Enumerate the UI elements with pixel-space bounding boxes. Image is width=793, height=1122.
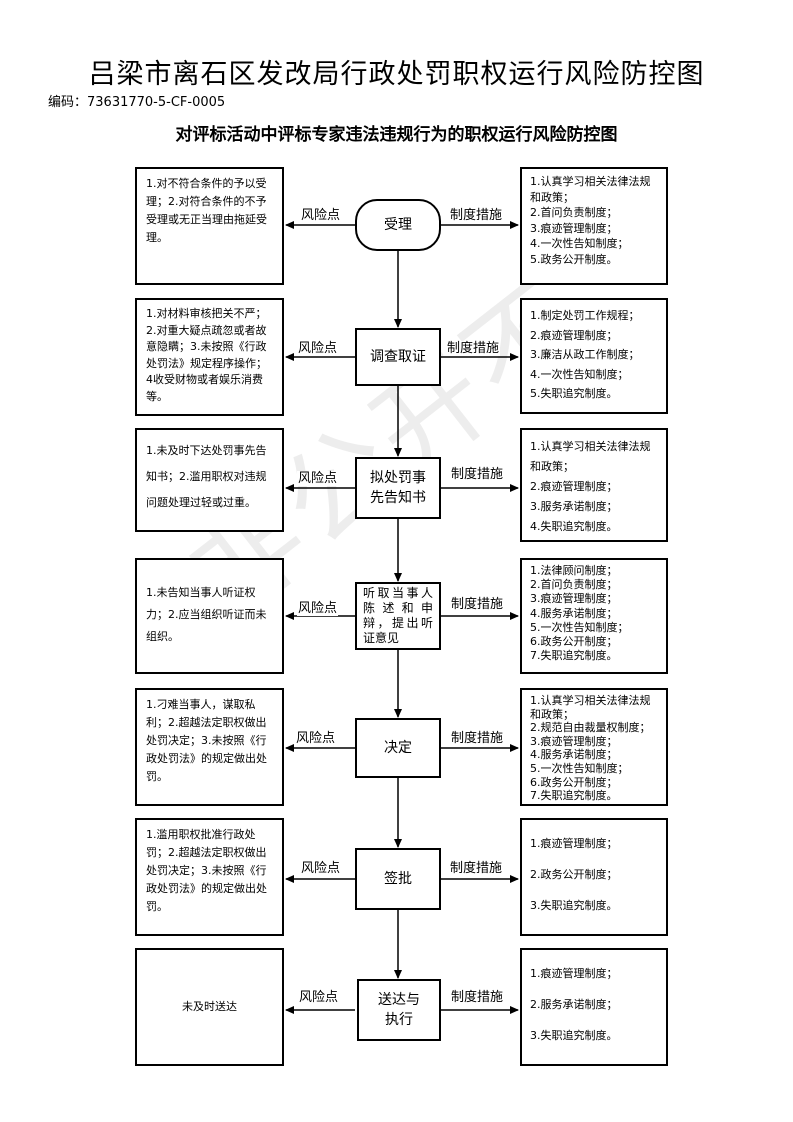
diagram-subtitle: 对评标活动中评标专家违法违规行为的职权运行风险防控图 — [175, 125, 618, 145]
measure-item: 4.服务承诺制度； — [530, 748, 618, 762]
risk-label: 风险点 — [297, 341, 339, 356]
measure-item: 2.首问负责制度； — [530, 578, 618, 592]
measure-item: 1.认真学习相关法律法规和政策； — [530, 440, 651, 473]
measure-item: 2.政务公开制度； — [530, 868, 618, 881]
measure-item: 2.规范自由裁量权制度； — [530, 721, 651, 735]
risk-box-delivery: 未及时送达 — [135, 948, 284, 1066]
measure-item: 5.政务公开制度。 — [530, 252, 618, 266]
page-title: 吕梁市离石区发改局行政处罚职权运行风险防控图 — [88, 59, 705, 90]
measure-item: 3.痕迹管理制度； — [530, 221, 618, 235]
measure-item: 7.失职追究制度。 — [530, 649, 618, 663]
measures-box-decision: 1.认真学习相关法律法规和政策； 2.规范自由裁量权制度； 3.痕迹管理制度； … — [520, 688, 668, 806]
process-step-prior-notice: 拟处罚事先告知书 — [355, 457, 441, 519]
measure-item: 2.首问负责制度； — [530, 206, 618, 219]
risk-box-decision: 1.刁难当事人，谋取私利；2.超越法定职权做出处罚决定；3.未按照《行政处罚法》… — [135, 688, 284, 806]
process-step-approval: 签批 — [355, 848, 441, 910]
risk-box-investigation: 1.对材料审核把关不严；2.对重大疑点疏忽或者故意隐瞒；3.未按照《行政处罚法》… — [135, 298, 284, 416]
risk-label: 风险点 — [295, 731, 337, 746]
measure-item: 4.服务承诺制度； — [530, 606, 618, 620]
measure-label: 制度措施 — [449, 861, 504, 876]
measures-box-hearing: 1.法律顾问制度； 2.首问负责制度； 3.痕迹管理制度； 4.服务承诺制度； … — [520, 558, 668, 674]
process-step-investigation: 调查取证 — [355, 328, 441, 386]
measures-box-approval: 1.痕迹管理制度； 2.政务公开制度； 3.失职追究制度。 — [520, 818, 668, 936]
measure-label: 制度措施 — [450, 990, 505, 1005]
measure-item: 2.痕迹管理制度； — [530, 328, 618, 342]
measure-item: 1.认真学习相关法律法规和政策； — [530, 175, 651, 204]
measure-item: 5.一次性告知制度； — [530, 620, 629, 634]
measures-box-delivery: 1.痕迹管理制度； 2.服务承诺制度； 3.失职追究制度。 — [520, 948, 668, 1066]
process-step-delivery: 送达与执行 — [357, 979, 441, 1041]
measure-label: 制度措施 — [450, 597, 505, 612]
risk-box-prior-notice: 1.未及时下达处罚事先告知书；2.滥用职权对违规问题处理过轻或过重。 — [135, 428, 284, 532]
measure-item: 7.失职追究制度。 — [530, 789, 618, 803]
measure-item: 3.失职追究制度。 — [530, 1029, 618, 1042]
measures-box-acceptance: 1.认真学习相关法律法规和政策； 2.首问负责制度； 3.痕迹管理制度； 4.一… — [520, 167, 668, 285]
measures-box-prior-notice: 1.认真学习相关法律法规和政策； 2.痕迹管理制度； 3.服务承诺制度； 4.失… — [520, 428, 668, 542]
measure-item: 2.痕迹管理制度； — [530, 480, 618, 493]
measure-item: 1.制定处罚工作规程； — [530, 309, 640, 322]
measures-box-investigation: 1.制定处罚工作规程； 2.痕迹管理制度； 3.廉洁从政工作制度； 4.一次性告… — [520, 298, 668, 414]
risk-label: 风险点 — [298, 990, 340, 1005]
measure-label: 制度措施 — [450, 731, 505, 746]
measure-item: 4.一次性告知制度； — [530, 367, 629, 381]
risk-label: 风险点 — [297, 601, 339, 616]
measure-item: 3.痕迹管理制度； — [530, 734, 618, 748]
measure-item: 3.服务承诺制度； — [530, 500, 618, 513]
risk-label: 风险点 — [300, 208, 342, 223]
process-step-acceptance: 受理 — [355, 199, 441, 251]
measure-item: 3.痕迹管理制度； — [530, 592, 618, 606]
process-step-decision: 决定 — [355, 718, 441, 778]
risk-label: 风险点 — [297, 471, 339, 486]
measure-item: 1.法律顾问制度； — [530, 564, 618, 577]
measure-item: 1.痕迹管理制度； — [530, 837, 618, 850]
measure-item: 2.服务承诺制度； — [530, 998, 618, 1011]
measure-item: 6.政务公开制度； — [530, 635, 618, 649]
measure-item: 6.政务公开制度； — [530, 775, 618, 789]
measure-item: 4.失职追究制度。 — [530, 520, 618, 533]
measure-label: 制度措施 — [449, 208, 504, 223]
measure-item: 4.一次性告知制度； — [530, 237, 629, 250]
measure-item: 1.认真学习相关法律法规和政策； — [530, 694, 651, 721]
measure-item: 3.失职追究制度。 — [530, 899, 618, 912]
measure-label: 制度措施 — [450, 467, 505, 482]
measure-label: 制度措施 — [446, 341, 501, 356]
measure-item: 1.痕迹管理制度； — [530, 967, 618, 980]
risk-box-acceptance: 1.对不符合条件的予以受理；2.对符合条件的不予受理或无正当理由拖延受理。 — [135, 167, 284, 285]
risk-label: 风险点 — [300, 861, 342, 876]
measure-item: 5.失职追究制度。 — [530, 387, 618, 400]
risk-box-hearing: 1.未告知当事人听证权力；2.应当组织听证而未组织。 — [135, 558, 284, 674]
measure-item: 5.一次性告知制度； — [530, 761, 629, 775]
document-code: 编码：73631770-5-CF-0005 — [48, 95, 226, 110]
risk-box-approval: 1.滥用职权批准行政处罚；2.超越法定职权做出处罚决定；3.未按照《行政处罚法》… — [135, 818, 284, 936]
measure-item: 3.廉洁从政工作制度； — [530, 348, 640, 361]
process-step-hearing: 听取当事人陈述和申辩，提出听证意见 — [355, 582, 441, 650]
